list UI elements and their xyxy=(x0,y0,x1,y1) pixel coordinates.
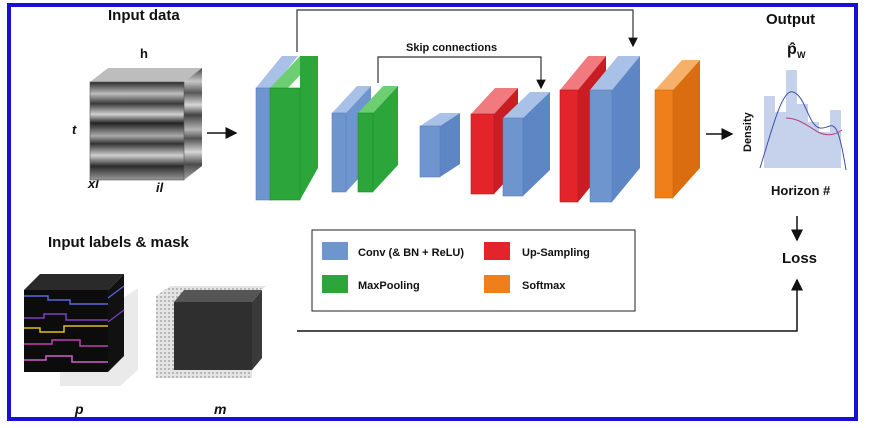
mask-m-caption: m xyxy=(214,401,226,417)
legend-label-conv: Conv (& BN + ReLU) xyxy=(358,247,464,259)
maxpool-layer-2 xyxy=(357,86,398,193)
dim-t-label: t xyxy=(72,122,77,137)
seismic-cube xyxy=(89,68,202,181)
labels-p-caption: p xyxy=(74,401,84,417)
output-symbol-sub: W xyxy=(797,50,806,60)
labels-to-loss-arrow xyxy=(297,278,803,332)
output-symbol: p̂ xyxy=(787,41,797,58)
input-data-title: Input data xyxy=(108,7,180,24)
skip-connection-outer xyxy=(296,9,638,52)
dim-h-label: h xyxy=(140,46,148,61)
legend: Conv (& BN + ReLU) Up-Sampling MaxPoolin… xyxy=(311,229,636,312)
dim-il-label: il xyxy=(156,180,164,195)
legend-swatch-upsampling xyxy=(484,242,510,260)
legend-swatch-softmax xyxy=(484,275,510,293)
softmax-layer xyxy=(654,60,700,199)
loss-label: Loss xyxy=(782,250,817,267)
mask-volume xyxy=(156,286,266,378)
labels-volume xyxy=(24,274,138,386)
legend-swatch-conv xyxy=(322,242,348,260)
input-labels-title: Input labels & mask xyxy=(48,234,190,251)
legend-label-upsampling: Up-Sampling xyxy=(522,247,590,259)
skip-connection-inner xyxy=(377,56,546,90)
skip-connections-label: Skip connections xyxy=(406,42,497,54)
legend-swatch-maxpool xyxy=(322,275,348,293)
density-histogram xyxy=(759,70,847,171)
legend-label-maxpool: MaxPooling xyxy=(358,280,420,292)
conv-layer-3 xyxy=(502,92,550,197)
horizon-axis-label: Horizon # xyxy=(771,183,831,198)
output-title: Output xyxy=(766,11,815,28)
legend-label-softmax: Softmax xyxy=(522,280,566,292)
conv-layer-bottleneck xyxy=(419,113,460,178)
maxpool-layer-1 xyxy=(269,56,318,201)
conv-layer-4 xyxy=(589,56,640,203)
density-axis-label: Density xyxy=(742,111,754,152)
